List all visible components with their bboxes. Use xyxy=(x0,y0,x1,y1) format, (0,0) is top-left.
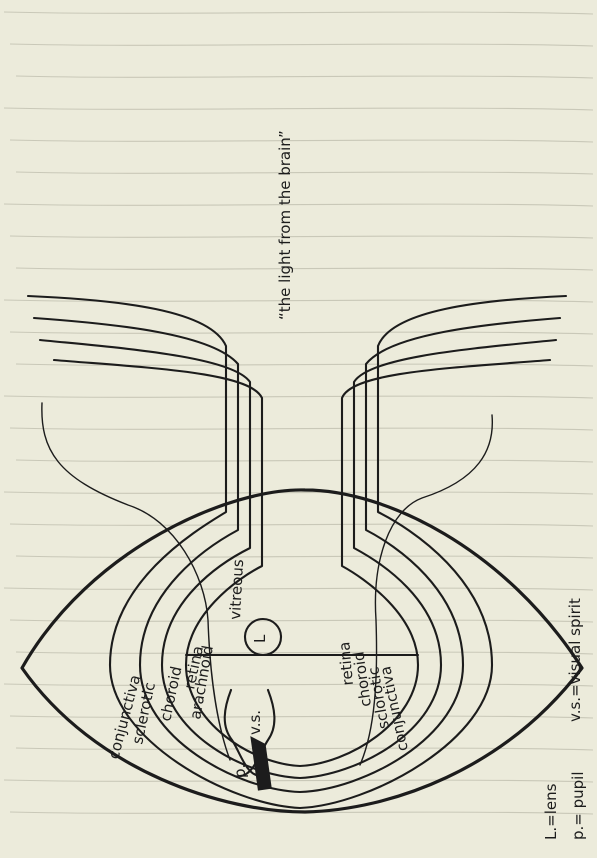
bleed-line xyxy=(10,620,593,622)
layer-tubes xyxy=(28,296,566,808)
bleed-through-texture xyxy=(4,12,593,814)
sclerotic-layer xyxy=(34,318,560,792)
eye-outline xyxy=(22,490,582,812)
bleed-line xyxy=(10,716,593,718)
bleed-line xyxy=(10,428,593,430)
bleed-line xyxy=(10,524,593,526)
vitreous-label: vitreous xyxy=(226,559,247,621)
bleed-line xyxy=(16,76,593,78)
bleed-line xyxy=(16,460,593,462)
bleed-line xyxy=(16,172,593,174)
conjunctiva-layer xyxy=(28,296,566,808)
bleed-line xyxy=(16,268,593,270)
quote-label: “the light from the brain” xyxy=(276,130,294,320)
visual-spirit-label: v.s. xyxy=(246,710,264,735)
bleed-line xyxy=(10,44,593,46)
bleed-line xyxy=(4,12,593,14)
bleed-line xyxy=(4,204,593,206)
bleed-line xyxy=(4,684,593,686)
lens-label: L xyxy=(251,634,269,643)
bleed-line xyxy=(10,236,593,238)
bleed-line xyxy=(4,492,593,494)
pupil-label: p. xyxy=(231,764,249,778)
bleed-line xyxy=(16,652,593,654)
layer-label-left-choroid: choroid xyxy=(156,665,185,723)
legend-lens: L.=lens xyxy=(542,783,560,840)
legend-visual-spirit: v.s.=visual spirit xyxy=(566,598,584,722)
bleed-line xyxy=(10,332,593,334)
bleed-line xyxy=(4,108,593,110)
bleed-line xyxy=(10,140,593,142)
bleed-line xyxy=(16,556,593,558)
bleed-line xyxy=(4,588,593,590)
bleed-line xyxy=(4,780,593,782)
bleed-line xyxy=(4,396,593,398)
legend-pupil: p.= pupil xyxy=(569,771,587,840)
